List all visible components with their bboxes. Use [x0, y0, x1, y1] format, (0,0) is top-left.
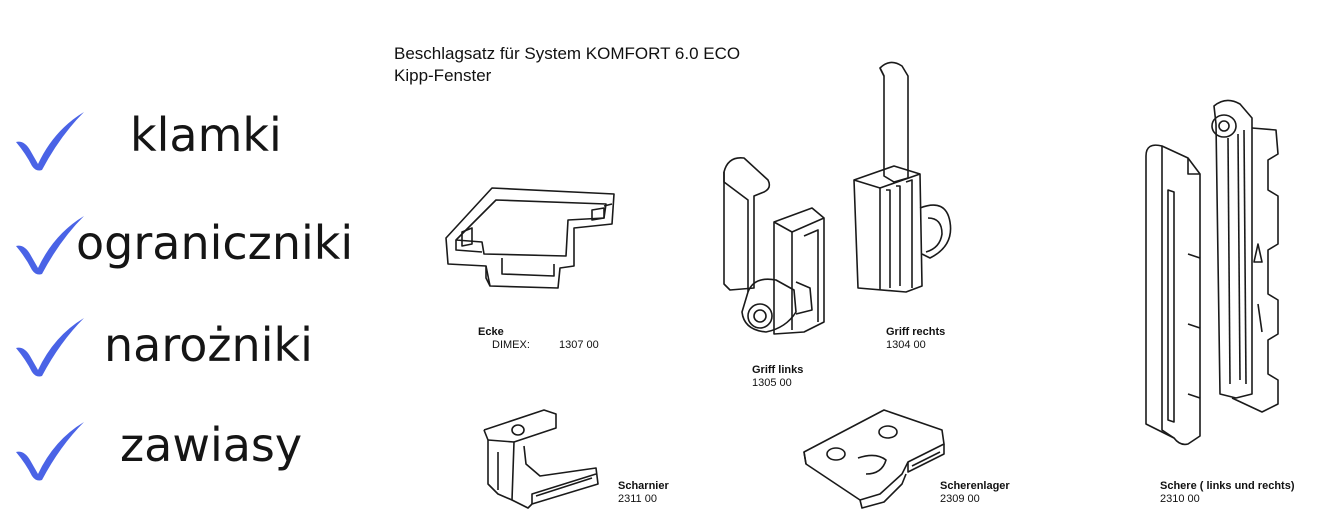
handle-right-code: 1304 00 — [886, 339, 926, 351]
hinge-name: Scharnier — [618, 480, 669, 492]
checklist: klamki ograniczniki narożniki zawiasy — [0, 0, 360, 522]
checklist-label: klamki — [130, 108, 282, 162]
stay-arm-name: Schere ( links und rechts) — [1160, 480, 1295, 492]
handle-left-name: Griff links — [752, 364, 804, 376]
checkmark-icon — [16, 216, 84, 275]
hardware-sheet: Beschlagsatz für System KOMFORT 6.0 ECO … — [370, 0, 1330, 522]
checklist-label: narożniki — [104, 318, 313, 372]
corner-code: 1307 00 — [558, 339, 599, 351]
handle-right-caption: Griff rechts 1304 00 — [886, 326, 945, 352]
handle-left-drawing — [723, 156, 825, 335]
handle-right-name: Griff rechts — [886, 326, 946, 338]
checklist-item-ograniczniki: ograniczniki — [0, 204, 360, 284]
hinge-caption: Scharnier 2311 00 — [618, 480, 669, 506]
hinge-drawing — [483, 409, 599, 509]
sheet-subtitle: Kipp-Fenster — [394, 66, 492, 85]
stay-bearing-name: Scherenlager — [940, 480, 1010, 492]
checkmark-icon — [16, 422, 84, 481]
corner-drawing — [445, 187, 615, 289]
handle-left-code: 1305 00 — [752, 377, 792, 389]
corner-caption: Ecke DIMEX: 1307 00 — [478, 326, 599, 352]
sheet-title: Beschlagsatz für System KOMFORT 6.0 ECO — [394, 44, 741, 63]
checkmark-icon — [16, 318, 84, 377]
handle-right-drawing — [853, 61, 952, 293]
stay-arm-caption: Schere ( links und rechts) 2310 00 — [1160, 480, 1294, 506]
checklist-item-klamki: klamki — [0, 100, 360, 180]
stay-bearing-caption: Scherenlager 2309 00 — [940, 480, 1010, 506]
checklist-label: zawiasy — [120, 418, 303, 472]
checklist-item-narozniki: narożniki — [0, 306, 360, 386]
stay-arm-drawing — [1145, 99, 1279, 446]
checklist-item-zawiasy: zawiasy — [0, 410, 360, 490]
corner-name: Ecke — [478, 326, 504, 338]
stay-bearing-code: 2309 00 — [940, 493, 980, 505]
checkmark-icon — [16, 112, 84, 171]
handle-left-caption: Griff links 1305 00 — [752, 364, 803, 390]
stay-bearing-drawing — [803, 409, 945, 509]
stay-arm-code: 2310 00 — [1160, 493, 1200, 505]
checklist-label: ograniczniki — [76, 216, 354, 270]
hinge-code: 2311 00 — [618, 493, 657, 505]
corner-code-label: DIMEX: — [492, 339, 530, 351]
